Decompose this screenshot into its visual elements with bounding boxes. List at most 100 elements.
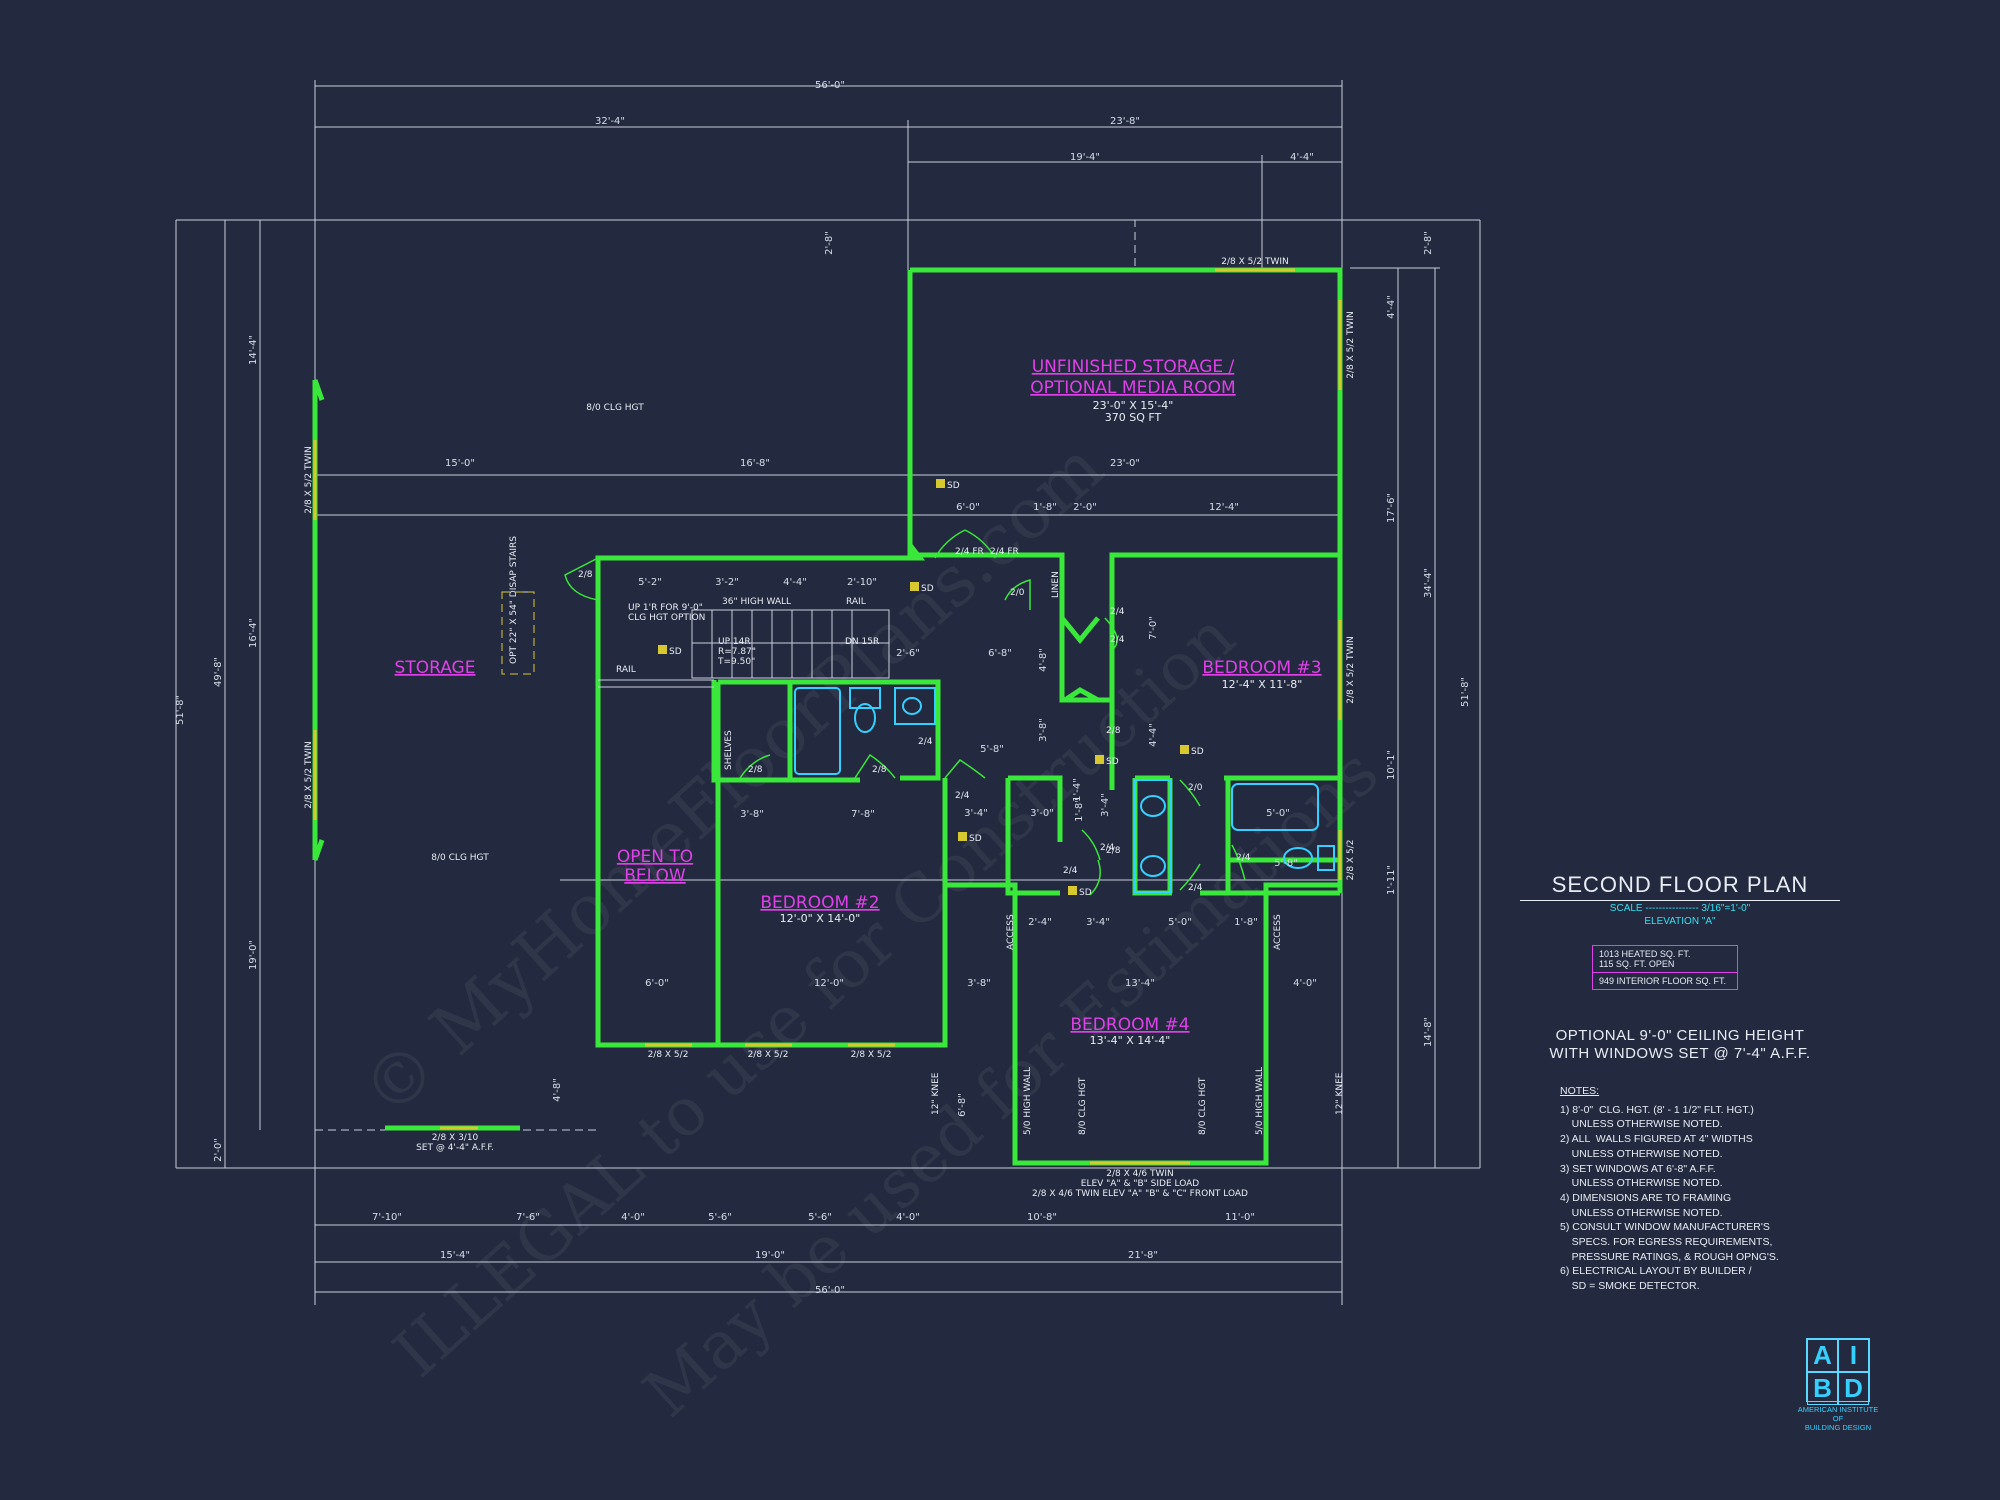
- note-line: UNLESS OTHERWISE NOTED.: [1560, 1177, 1723, 1190]
- up-stair-line1: UP 14R: [718, 637, 751, 647]
- door-2: 2/8: [578, 570, 593, 580]
- dim-inner-row1-2: 23'-0": [1110, 458, 1140, 469]
- door-6: 2/4: [918, 737, 933, 747]
- plan-title: SECOND FLOOR PLAN: [1520, 872, 1840, 901]
- dim-mid-7: 3'-4": [964, 808, 988, 819]
- note-line: 4) DIMENSIONS ARE TO FRAMING: [1560, 1191, 1732, 1204]
- win-bed2-3: 2/8 X 5/2: [851, 1050, 892, 1060]
- dim-bottom-row-3: 5'-6": [708, 1212, 732, 1223]
- bedroom4-size: 13'-4" X 14'-4": [1090, 1034, 1171, 1047]
- dim-right-e: 10'-1": [1386, 750, 1397, 780]
- win-left-2: 2/8 X 5/2 TWIN: [304, 741, 314, 809]
- knee-left: 12" KNEE: [931, 1072, 941, 1115]
- note-line: 2) ALL WALLS FIGURED AT 4" WIDTHS: [1560, 1133, 1753, 1146]
- dim-mid-12: 5'-0": [1266, 808, 1290, 819]
- dim-mid-9: 1'-8": [1074, 798, 1085, 822]
- sd-6: SD: [1079, 888, 1092, 898]
- clg-hgt-top: 8/0 CLG HGT: [586, 403, 644, 413]
- logo-caption-line: BUILDING DESIGN: [1804, 1423, 1872, 1432]
- dim-misc-1: 6'-8": [957, 1093, 968, 1117]
- dim-mid-10: 1'-4": [1072, 778, 1083, 802]
- dim-top-right-b: 4'-4": [1290, 152, 1314, 163]
- dim-right-overall: 51'-8": [1460, 677, 1471, 707]
- dim-left-b: 14'-4": [248, 335, 259, 365]
- sqft-interior: 949 INTERIOR FLOOR SQ. FT.: [1593, 972, 1737, 989]
- sd-2: SD: [669, 647, 682, 657]
- door-11: 2/4: [1063, 866, 1078, 876]
- dim-inner-row2-2: 2'-0": [1073, 502, 1097, 513]
- door-0: 2/4 FR: [955, 547, 984, 557]
- linen-label: LINEN: [1051, 571, 1061, 598]
- dim-inner-row2-3: 12'-4": [1209, 502, 1239, 513]
- win-top: 2/8 X 5/2 TWIN: [1221, 257, 1289, 267]
- note-line: 5) CONSULT WINDOW MANUFACTURER'S: [1560, 1221, 1770, 1234]
- dim-bed4-0: 2'-4": [1028, 917, 1052, 928]
- sd-4: SD: [1191, 747, 1204, 757]
- general-notes: NOTES: 1) 8'-0" CLG. HGT. (8' - 1 1/2" F…: [1560, 1084, 1840, 1294]
- note-line: UNLESS OTHERWISE NOTED.: [1560, 1147, 1723, 1160]
- note-line: SD = SMOKE DETECTOR.: [1560, 1280, 1700, 1293]
- up-br-line1: UP 1'R FOR 9'-0": [628, 603, 703, 613]
- dim-top-right-a: 19'-4": [1070, 152, 1100, 163]
- bedroom3-size: 12'-4" X 11'-8": [1222, 678, 1303, 691]
- dim-bottom-left: 15'-4": [440, 1250, 470, 1261]
- win-bed4-line1: 2/8 X 4/6 TWIN: [1106, 1169, 1174, 1179]
- aibd-logo: A I B D AMERICAN INSTITUTE OF BUILDING D…: [1788, 1338, 1888, 1432]
- clg-hgt-8-right: 8/0 CLG HGT: [1198, 1077, 1208, 1135]
- walls: [312, 267, 1343, 1166]
- dim-bottom-row-1: 7'-6": [516, 1212, 540, 1223]
- dim-top-overall: 56'-0": [815, 80, 845, 91]
- high-wall-label: 36" HIGH WALL: [722, 597, 791, 607]
- dim-left-e: 2'-0": [213, 1138, 224, 1162]
- dim-mid-5: 3'-8": [1038, 718, 1049, 742]
- dim-right-f: 1'-11": [1386, 865, 1397, 895]
- dim-left-a: 49'-8": [213, 657, 224, 687]
- dim-stair-3: 2'-10": [847, 577, 877, 588]
- dim-inner-row2-1: 1'-8": [1033, 502, 1057, 513]
- dim-bottom-overall: 56'-0": [815, 1285, 845, 1296]
- note-line: SPECS. FOR EGRESS REQUIREMENTS,: [1560, 1236, 1773, 1249]
- open-below-line1: OPEN TO: [617, 847, 693, 867]
- square-footage-box: 1013 HEATED SQ. FT. 115 SQ. FT. OPEN 949…: [1592, 945, 1738, 990]
- note-line: UNLESS OTHERWISE NOTED.: [1560, 1206, 1723, 1219]
- door-13: 2/0: [1188, 783, 1203, 793]
- optional-ceiling-note: OPTIONAL 9'-0" CEILING HEIGHT WITH WINDO…: [1520, 1027, 1840, 1063]
- notes-title: NOTES:: [1560, 1085, 1600, 1097]
- sqft-top: 1013 HEATED SQ. FT. 115 SQ. FT. OPEN: [1593, 946, 1737, 972]
- dim-bed4-3: 1'-8": [1234, 917, 1258, 928]
- high-wall-5-right: 5/0 HIGH WALL: [1255, 1067, 1265, 1135]
- dim-right-g: 2'-8": [1423, 231, 1434, 255]
- logo-letters: A I B D: [1806, 1338, 1870, 1405]
- storage-top-size: 23'-0" X 15'-4": [1093, 399, 1174, 412]
- windows: [313, 268, 1342, 1165]
- optional-note-line2: WITH WINDOWS SET @ 7'-4" A.F.F.: [1549, 1045, 1811, 1062]
- logo-letter: I: [1838, 1339, 1869, 1372]
- logo-letter: D: [1838, 1372, 1869, 1405]
- sd-5: SD: [969, 834, 982, 844]
- scale-label: SCALE ---------------- 3/16"=1'-0": [1609, 903, 1751, 914]
- win-right-1: 2/8 X 5/2 TWIN: [1346, 311, 1356, 379]
- open-below-line2: BELOW: [624, 866, 686, 886]
- smoke-detectors: [658, 479, 1189, 895]
- dim-mid-2: 4'-8": [1038, 648, 1049, 672]
- dim-bottom-mid: 19'-0": [755, 1250, 785, 1261]
- win-bottom-left-line2: SET @ 4'-4" A.F.F.: [416, 1143, 494, 1153]
- logo-letter: A: [1807, 1339, 1838, 1372]
- storage-title: STORAGE: [395, 658, 476, 678]
- sd-1: SD: [921, 584, 934, 594]
- bath-fixtures: [794, 687, 1335, 893]
- dim-bed2-2: 6'-0": [645, 978, 669, 989]
- dim-bottom-row-6: 10'-8": [1027, 1212, 1057, 1223]
- dim-bed4-5: 4'-0": [1293, 978, 1317, 989]
- win-bed4-line2: ELEV "A" & "B" SIDE LOAD: [1081, 1179, 1200, 1189]
- win-bed2-1: 2/8 X 5/2: [648, 1050, 689, 1060]
- bedroom2-title: BEDROOM #2: [760, 893, 879, 913]
- room-labels: UNFINISHED STORAGE / OPTIONAL MEDIA ROOM…: [395, 357, 1322, 1047]
- storage-top-title-line1: UNFINISHED STORAGE /: [1032, 357, 1235, 377]
- dim-left-c: 16'-4": [248, 618, 259, 648]
- door-1: 2/4 FR: [990, 547, 1019, 557]
- dim-mid-3: 7'-0": [1148, 616, 1159, 640]
- dim-left-f: 2'-8": [824, 231, 835, 255]
- door-12: 2/4: [1100, 843, 1115, 853]
- annotations: 8/0 CLG HGT 8/0 CLG HGT RAIL RAIL UP 1'R…: [304, 257, 1356, 1199]
